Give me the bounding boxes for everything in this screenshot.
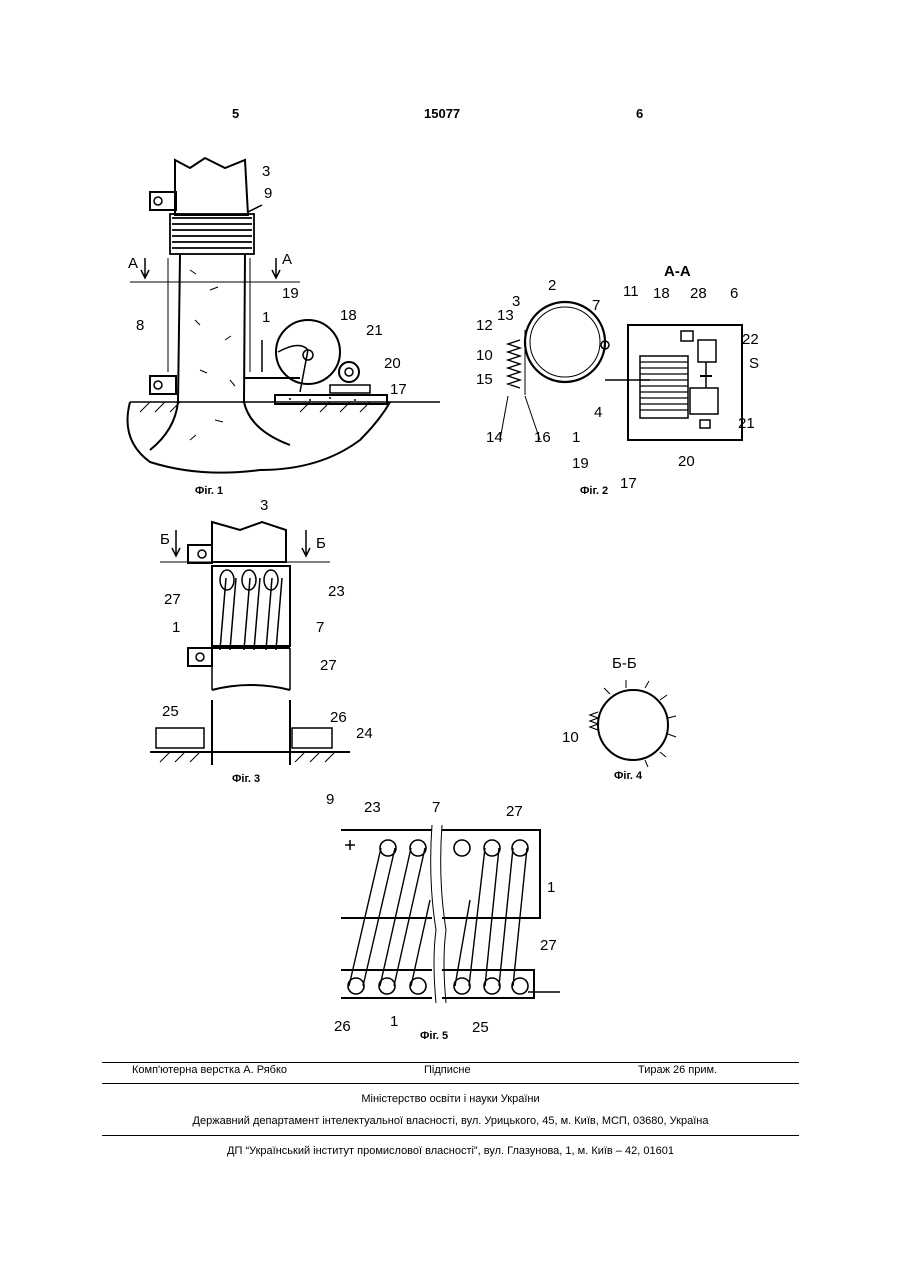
fig2-label-28: 28 <box>690 285 707 302</box>
fig1-label-3: 3 <box>262 163 270 180</box>
fig2-label-10: 10 <box>476 347 493 364</box>
fig3-label-26: 26 <box>330 709 347 726</box>
fig2-label-17: 17 <box>620 475 637 492</box>
fig3-label-23: 23 <box>328 583 345 600</box>
fig2-label-14: 14 <box>486 429 503 446</box>
fig4-label-10: 10 <box>562 729 579 746</box>
fig3-label-3: 3 <box>260 497 268 514</box>
fig2-label-19: 19 <box>572 455 589 472</box>
fig2-label-7: 7 <box>592 297 600 314</box>
footer-typesetter: Комп'ютерна верстка А. Рябко <box>132 1064 287 1076</box>
fig1-label-18: 18 <box>340 307 357 324</box>
footer-institute: ДП “Український інститут промислової вла… <box>0 1145 901 1157</box>
footer-circulation: Тираж 26 прим. <box>638 1064 717 1076</box>
fig5-label-23: 23 <box>364 799 381 816</box>
fig1-label-17: 17 <box>390 381 407 398</box>
fig5-label-9: 9 <box>326 791 334 808</box>
fig2-label-13: 13 <box>497 307 514 324</box>
fig3-label-b-left: Б <box>160 531 170 548</box>
fig2-label-12: 12 <box>476 317 493 334</box>
fig5-label-27-top: 27 <box>506 803 523 820</box>
fig4-caption: Фіг. 4 <box>614 770 643 782</box>
footer-rule-top <box>102 1062 799 1063</box>
fig2-label-15: 15 <box>476 371 493 388</box>
fig2-label-4: 4 <box>594 404 602 421</box>
fig1-label-21: 21 <box>366 322 383 339</box>
figure-2: 2 7 11 3 13 12 10 15 14 16 18 28 6 22 S … <box>476 263 759 497</box>
fig5-label-1-right: 1 <box>547 879 555 896</box>
fig1-label-1: 1 <box>262 309 270 326</box>
fig2-label-2: 2 <box>548 277 556 294</box>
figure-4: Б-Б 10 Фіг. 4 <box>562 655 676 782</box>
fig3-label-1: 1 <box>172 619 180 636</box>
fig2-label-11: 11 <box>623 283 639 300</box>
fig3-label-7: 7 <box>316 619 324 636</box>
fig2-label-s: S <box>749 355 759 372</box>
footer-rule-bottom <box>102 1135 799 1136</box>
fig5-label-25: 25 <box>472 1019 489 1036</box>
fig2-label-6: 6 <box>730 285 738 302</box>
fig1-label-19: 19 <box>282 285 299 302</box>
footer-ministry: Міністерство освіти і науки України <box>0 1093 901 1105</box>
fig3-label-27-bottom: 27 <box>320 657 337 674</box>
footer-rule-middle <box>102 1083 799 1084</box>
fig5-caption: Фіг. 5 <box>420 1030 448 1042</box>
fig5-label-26: 26 <box>334 1018 351 1035</box>
fig5-label-7: 7 <box>432 799 440 816</box>
fig2-label-22: 22 <box>742 331 759 348</box>
fig1-label-a-right: А <box>282 251 292 268</box>
fig5-label-1-bottom: 1 <box>390 1013 398 1030</box>
fig1-label-9: 9 <box>264 185 272 202</box>
fig4-section-title: Б-Б <box>612 655 637 672</box>
fig2-caption: Фіг. 2 <box>580 485 608 497</box>
fig3-label-b-right: Б <box>316 535 326 552</box>
fig3-label-25: 25 <box>162 703 179 720</box>
fig3-label-27-top: 27 <box>164 591 181 608</box>
fig2-label-1: 1 <box>572 429 580 446</box>
fig1-label-20: 20 <box>384 355 401 372</box>
fig3-label-24: 24 <box>356 725 373 742</box>
fig2-section-title: А-А <box>664 263 691 280</box>
fig1-caption: Фіг. 1 <box>195 485 223 497</box>
patent-drawings: 3 9 А А 8 19 18 1 21 20 17 Фіг. 1 <box>0 0 901 1060</box>
footer-department: Державний департамент інтелектуальної вл… <box>0 1115 901 1127</box>
fig3-caption: Фіг. 3 <box>232 773 260 785</box>
fig5-label-27-bottom: 27 <box>540 937 557 954</box>
fig2-label-18: 18 <box>653 285 670 302</box>
fig2-label-16: 16 <box>534 429 551 446</box>
fig1-label-8: 8 <box>136 317 144 334</box>
fig2-label-21: 21 <box>738 415 755 432</box>
footer-signed: Підписне <box>424 1064 471 1076</box>
figure-3: 3 Б Б 27 23 1 7 27 25 26 24 Фіг. 3 <box>150 497 373 785</box>
fig2-label-20: 20 <box>678 453 695 470</box>
figure-1: 3 9 А А 8 19 18 1 21 20 17 Фіг. 1 <box>128 158 441 497</box>
fig1-label-a-left: А <box>128 255 138 272</box>
figure-5: 9 23 7 27 1 27 26 1 25 Фіг. 5 <box>326 791 560 1042</box>
